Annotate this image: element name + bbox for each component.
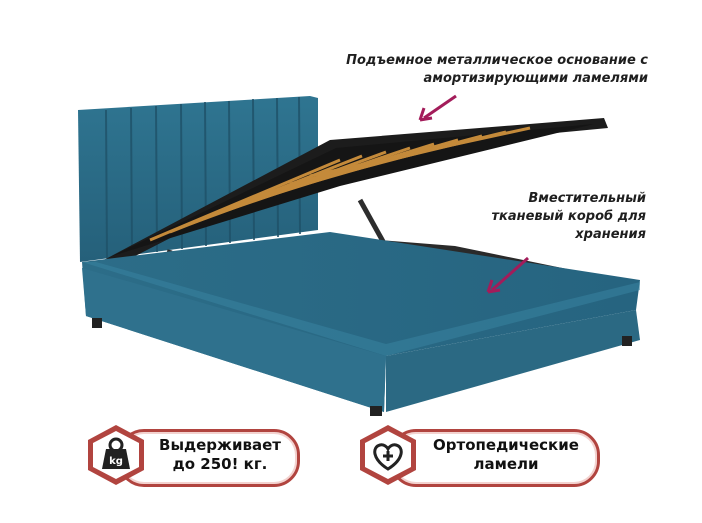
badge-orthopedic: Ортопедические ламели (356, 423, 600, 487)
kg-weight-icon: kg (88, 425, 144, 485)
arrow-icon (486, 256, 529, 294)
badge-frame (390, 429, 600, 487)
kg-label: kg (109, 456, 123, 467)
lifted-base (100, 118, 608, 291)
badge-load-capacity: kg Выдерживает до 250! кг. (84, 423, 300, 487)
heart-plus-icon (360, 425, 416, 485)
bed-frame (82, 232, 640, 416)
caption-lifting-base: Подъемное металлическое основание с амор… (346, 53, 648, 86)
arrow-icon (418, 94, 457, 122)
badge-orthopedic-text: Ортопедические ламели (433, 436, 579, 473)
caption-storage-box: Вместительный тканевый короб для хранени… (491, 191, 646, 242)
badge-load-text: Выдерживает до 250! кг. (159, 436, 281, 473)
badge-frame (118, 429, 300, 487)
